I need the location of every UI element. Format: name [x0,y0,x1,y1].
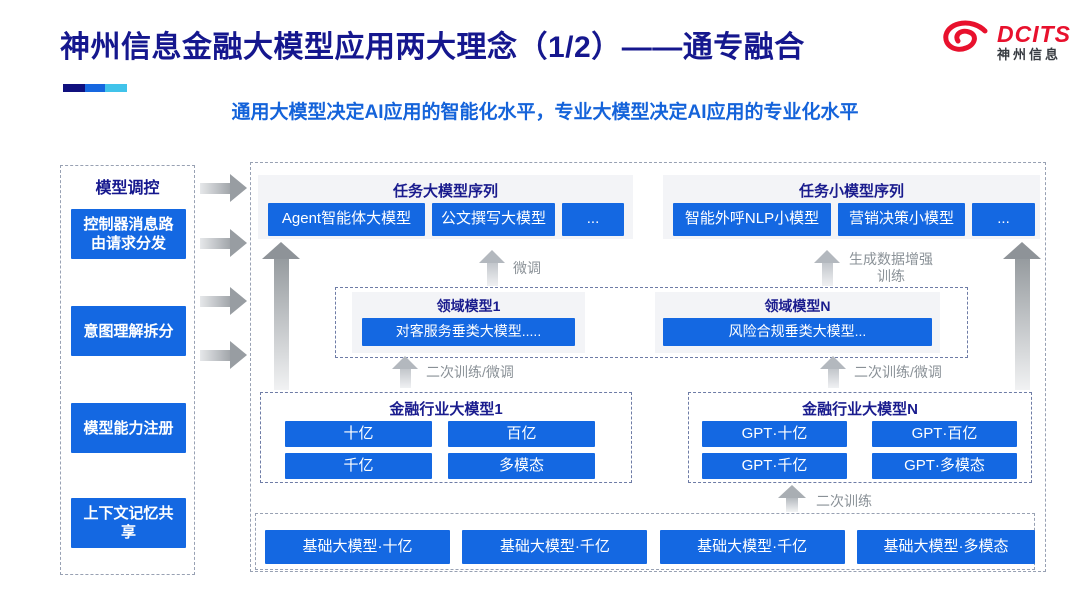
task-large-model-row: Agent智能体大模型 公文撰写大模型 ... [268,203,624,236]
retrain-finetune-label-left: 二次训练/微调 [426,364,514,380]
domain-models-container [335,287,968,358]
industry-1-grid: 十亿 百亿 千亿 多模态 [285,421,595,479]
scale-chip-multimodal: 多模态 [448,453,595,479]
up-arrow-icon [814,250,840,286]
scale-chip-10b: 百亿 [448,421,595,447]
main-architecture-container [250,162,1046,572]
base-model-chip-1b: 基础大模型·十亿 [265,530,450,564]
model-control-sidebar: 模型调控 控制器消息路由请求分发 意图理解拆分 模型能力注册 上下文记忆共享 [60,165,195,575]
retrain-finetune-label-right: 二次训练/微调 [854,364,942,380]
group-title: 金融行业大模型N [802,401,918,418]
right-arrow-icon [200,174,247,202]
sidebar-title: 模型调控 [95,180,160,197]
gen-data-training-label: 生成数据增强训练 [849,251,933,284]
base-model-chip-100b: 基础大模型·千亿 [462,530,648,564]
base-models-row: 基础大模型·十亿 基础大模型·千亿 基础大模型·千亿 基础大模型·多模态 [265,530,1035,564]
up-arrow-icon [778,485,806,512]
task-small-model-row: 智能外呼NLP小模型 营销决策小模型 ... [673,203,1035,236]
gpt-chip-1b: GPT·十亿 [702,421,847,447]
model-chip-more: ... [972,203,1035,236]
model-chip-outbound-nlp: 智能外呼NLP小模型 [673,203,831,236]
right-arrow-icon [200,287,247,315]
base-model-chip-multimodal: 基础大模型·多模态 [856,530,1035,564]
group-title: 任务小模型序列 [798,183,904,200]
scale-chip-100b: 千亿 [285,453,432,479]
tall-up-arrow-icon [262,242,300,390]
gpt-chip-multimodal: GPT·多模态 [872,453,1017,479]
accent-segment-cyan [105,84,127,92]
gpt-chip-10b: GPT·百亿 [872,421,1017,447]
accent-segment-blue [85,84,105,92]
up-arrow-icon [479,250,505,286]
right-arrow-icon [200,341,247,369]
group-title: 领域模型1 [436,298,501,314]
finetune-label: 微调 [513,260,541,276]
model-chip-risk-compliance: 风险合规垂类大模型... [663,318,932,346]
sidebar-item-controller-routing: 控制器消息路由请求分发 [71,209,186,259]
model-chip-more: ... [562,203,624,236]
tall-up-arrow-icon [1003,242,1041,390]
sidebar-item-intent-split: 意图理解拆分 [71,306,186,356]
accent-bar [63,84,127,92]
gpt-chip-100b: GPT·千亿 [702,453,847,479]
sidebar-item-context-memory: 上下文记忆共享 [71,498,186,548]
industry-model-1-box: 金融行业大模型1 [260,392,632,483]
group-title: 领域模型N [764,298,831,314]
group-title: 任务大模型序列 [392,183,498,200]
group-title: 金融行业大模型1 [389,401,503,418]
industry-n-grid: GPT·十亿 GPT·百亿 GPT·千亿 GPT·多模态 [702,421,1017,479]
slide-subtitle: 通用大模型决定AI应用的智能化水平，专业大模型决定AI应用的专业化水平 [231,102,859,123]
industry-model-n-box: 金融行业大模型N [688,392,1032,483]
model-chip-docwrite: 公文撰写大模型 [432,203,555,236]
right-arrow-icon [200,229,247,257]
logo-brand-cn: 神州信息 [997,46,1062,62]
logo-brand-text: DCITS [997,20,1071,47]
up-arrow-icon [820,356,846,388]
model-chip-customer-service: 对客服务垂类大模型..... [362,318,575,346]
dcits-swirl-icon [940,20,990,63]
base-model-chip-100b-2: 基础大模型·千亿 [659,530,845,564]
scale-chip-1b: 十亿 [285,421,432,447]
dcits-logo: DCITS 神州信息 [940,20,1071,63]
model-chip-marketing: 营销决策小模型 [838,203,965,236]
up-arrow-icon [392,356,418,388]
sidebar-item-capability-register: 模型能力注册 [71,403,186,453]
retrain-label: 二次训练 [816,493,872,509]
accent-segment-dark [63,84,85,92]
model-chip-agent: Agent智能体大模型 [268,203,425,236]
page-title: 神州信息金融大模型应用两大理念（1/2）——通专融合 [60,31,805,64]
